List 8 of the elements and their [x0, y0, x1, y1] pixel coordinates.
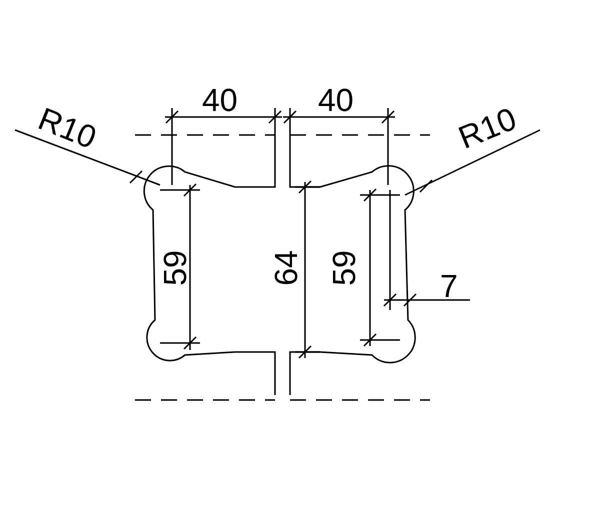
dimension-value: 64: [270, 250, 302, 286]
dimension-value: 59: [158, 250, 191, 286]
radius-label: R10: [454, 102, 521, 154]
dimension-value: 40: [202, 84, 238, 116]
dimension-value: 59: [328, 250, 360, 286]
radius-label: R10: [34, 102, 101, 154]
dimension-value: 40: [318, 84, 354, 116]
dimension-value: 7: [440, 270, 458, 302]
